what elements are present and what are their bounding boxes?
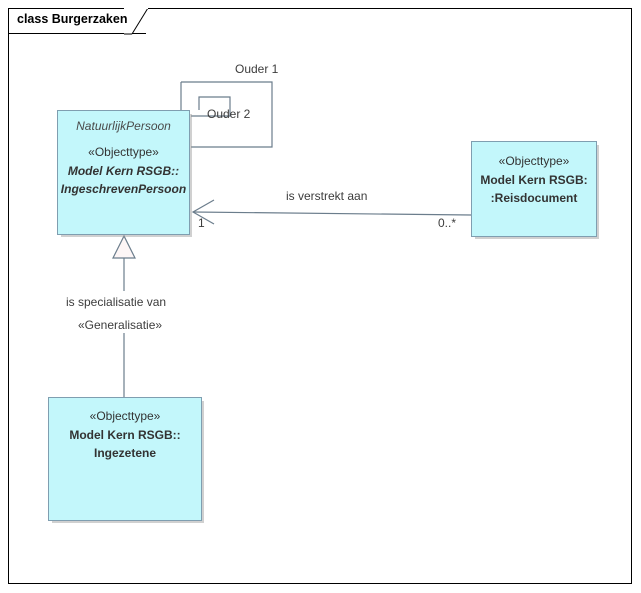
multiplicity-source: 1 (198, 216, 205, 230)
diagram-title-tab (8, 8, 146, 34)
diagram-frame (8, 8, 632, 584)
class-package-name: Model Kern RSGB: (480, 173, 588, 187)
connector-label-ouder-1: Ouder 1 (235, 62, 279, 76)
class-box-reisdocument[interactable]: «Objecttype» Model Kern RSGB: :Reisdocum… (471, 141, 597, 237)
page-title: class Burgerzaken (17, 12, 128, 26)
class-box-ingezetene[interactable]: «Objecttype» Model Kern RSGB:: Ingezeten… (48, 397, 202, 521)
diagram-title-tab-corner (124, 7, 149, 35)
multiplicity-target: 0..* (438, 216, 457, 230)
class-name: IngeschrevenPersoon (60, 182, 187, 196)
class-stereotype: «Objecttype» (88, 145, 159, 159)
class-stereotype: «Objecttype» (89, 409, 161, 423)
connector-label-generalisatie-stereotype: «Generalisatie» (78, 318, 163, 332)
class-stereotype: «Objecttype» (498, 154, 570, 168)
class-package-name: Model Kern RSGB:: (67, 164, 180, 178)
connector-label-is-specialisatie-van: is specialisatie van (66, 295, 167, 309)
class-box-ingeschrevenpersoon[interactable]: NatuurlijkPersoon «Objecttype» Model Ker… (57, 110, 190, 235)
connector-label-is-verstrekt-aan: is verstrekt aan (286, 189, 368, 203)
class-name: :Reisdocument (490, 191, 578, 205)
class-package-name: Model Kern RSGB:: (69, 428, 181, 442)
class-classifier-name: NatuurlijkPersoon (76, 119, 171, 133)
connector-label-ouder-2: Ouder 2 (207, 107, 251, 121)
class-name: Ingezetene (93, 446, 156, 460)
